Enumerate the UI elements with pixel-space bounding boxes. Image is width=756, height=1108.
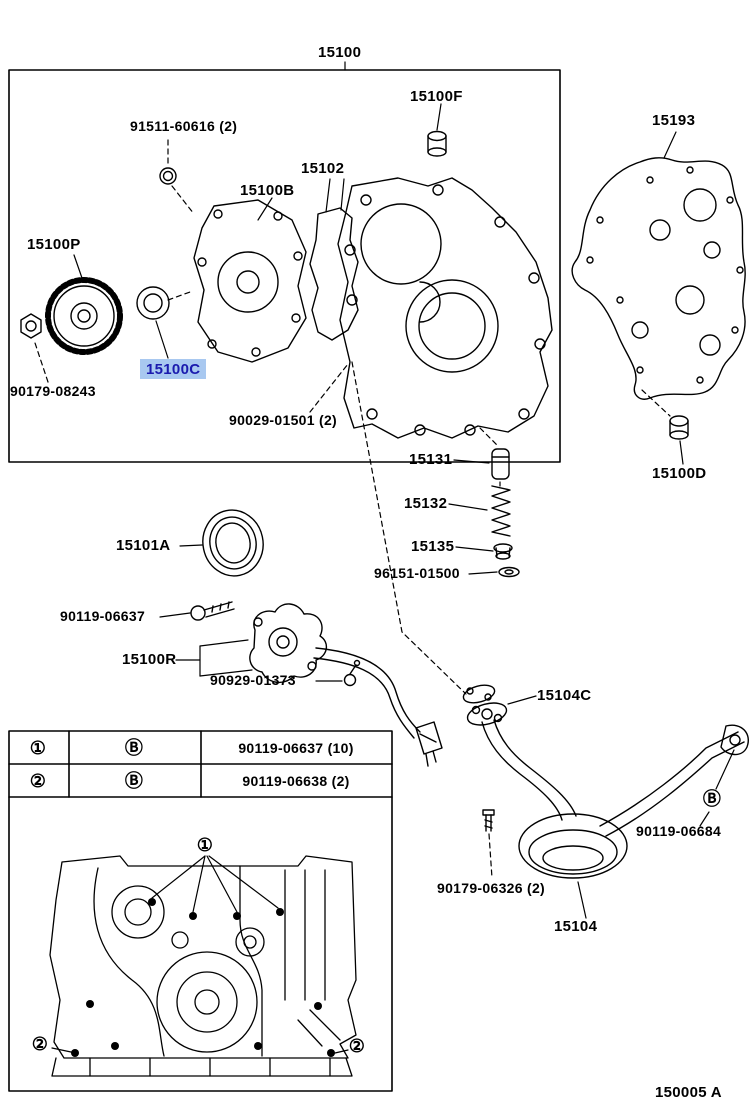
dashed-reference-lines — [33, 139, 671, 879]
plug-15100f-drawing — [427, 130, 447, 157]
part-label-15102[interactable]: 15102 — [301, 160, 345, 177]
callout-one-symbol[interactable]: ① — [196, 835, 214, 855]
table-row1-symbol: Ⓑ — [124, 738, 144, 758]
pump-cover-15100b-drawing — [193, 199, 307, 363]
part-label-15100B[interactable]: 15100B — [240, 182, 295, 199]
oil-seal-15101a-drawing — [202, 509, 264, 577]
gasket-15102-drawing — [309, 207, 359, 341]
clamp-90929-drawing — [343, 659, 361, 687]
flange-15104c-drawing — [462, 684, 508, 726]
part-label-15100F[interactable]: 15100F — [410, 88, 463, 105]
callout-two-left-symbol[interactable]: ② — [31, 1034, 49, 1054]
nut-90179-08243-drawing — [20, 313, 42, 339]
part-label-91511-60616[interactable]: 91511-60616 (2) — [130, 118, 238, 134]
bolt-90119-06637-drawing — [190, 601, 235, 621]
part-label-96151-01500[interactable]: 96151-01500 — [374, 565, 460, 581]
bolt-90179-06326-drawing — [482, 809, 495, 832]
table-row1-num: ① — [29, 738, 47, 758]
plug-15100d-drawing — [669, 415, 689, 440]
part-label-15132[interactable]: 15132 — [404, 495, 448, 512]
part-label-15104C[interactable]: 15104C — [537, 687, 592, 704]
callout-two-right-symbol[interactable]: ② — [348, 1036, 366, 1056]
engine-block-drawing — [49, 855, 357, 1077]
gasket-15193-drawing — [571, 157, 746, 400]
callout-b-symbol[interactable]: Ⓑ — [702, 789, 722, 809]
table-row2-symbol: Ⓑ — [124, 771, 144, 791]
relief-valve-drawing — [491, 448, 520, 578]
part-label-15100R[interactable]: 15100R — [122, 651, 177, 668]
part-label-15100[interactable]: 15100 — [318, 44, 362, 61]
bolt-91511-drawing — [159, 167, 177, 185]
fastener-table-box — [8, 730, 393, 1092]
part-label-15131[interactable]: 15131 — [409, 451, 453, 468]
part-label-90119-06637[interactable]: 90119-06637 — [60, 608, 146, 624]
table-row1-part[interactable]: 90119-06637 (10) — [238, 740, 354, 756]
bolt-position-dots — [71, 898, 335, 1057]
part-label-15104[interactable]: 15104 — [554, 918, 598, 935]
part-label-15101A[interactable]: 15101A — [116, 537, 171, 554]
bushing-15100c-drawing — [136, 286, 170, 320]
part-label-90929-01373[interactable]: 90929-01373 — [210, 672, 296, 688]
part-label-15100P[interactable]: 15100P — [27, 236, 81, 253]
leader-lines — [51, 61, 735, 1054]
part-label-15100D[interactable]: 15100D — [652, 465, 707, 482]
part-label-90179-08243[interactable]: 90179-08243 — [10, 383, 96, 399]
part-label-90029-01501[interactable]: 90029-01501 (2) — [229, 412, 338, 428]
table-row2-part[interactable]: 90119-06638 (2) — [242, 773, 350, 789]
part-label-90179-06326[interactable]: 90179-06326 (2) — [437, 880, 546, 896]
drawing-code: 150005 A — [655, 1084, 722, 1101]
part-label-90119-06684[interactable]: 90119-06684 — [636, 823, 722, 839]
part-label-15193[interactable]: 15193 — [652, 112, 696, 129]
part-label-15100C[interactable]: 15100C — [140, 359, 207, 379]
pulley-15100p-drawing — [45, 277, 123, 355]
pump-body-drawing — [337, 177, 553, 439]
assembly-group-box — [8, 69, 561, 463]
table-row2-num: ② — [29, 771, 47, 791]
sensor-15100r-drawing — [249, 603, 443, 767]
strainer-15104-drawing — [481, 719, 749, 879]
part-label-15135[interactable]: 15135 — [411, 538, 455, 555]
